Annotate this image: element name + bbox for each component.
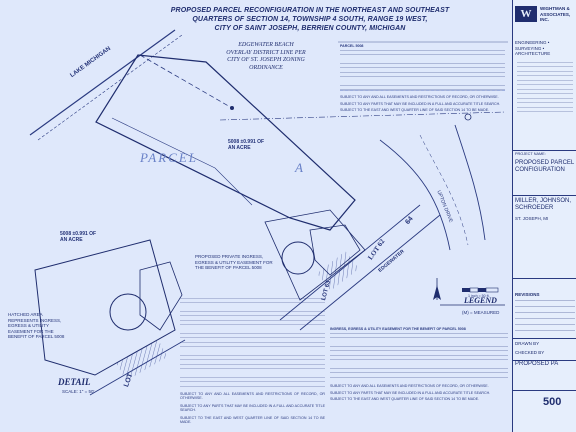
parcel-description-block	[340, 50, 505, 92]
drawing-status: PROPOSED PA	[515, 361, 559, 367]
parcel-a-area-label: 5008 ±0.991 OF AN ACRE	[228, 139, 265, 151]
measured-legend: (M) = MEASURED	[462, 310, 500, 315]
drawn-by-label: DRAWN BY	[515, 341, 540, 346]
hatched-area-note: HATCHED AREA REPRESENTS INGRESS, EGRESS …	[8, 312, 65, 339]
lot-lines	[264, 209, 366, 301]
drawing-title: PROPOSED PARCEL RECONFIGURATION IN THE N…	[160, 6, 460, 33]
title-block-divider-4	[513, 338, 576, 339]
subject-line-3: SUBJECT TO THE EAST AND WEST QUARTER LIN…	[340, 108, 490, 113]
lower-center-notes: SUBJECT TO ANY AND ALL EASEMENTS AND RES…	[180, 298, 325, 424]
scale-bar-seg-1	[462, 288, 470, 292]
scale-bar-seg-3	[478, 288, 486, 292]
title-block-divider-2	[513, 195, 576, 196]
firm-disciplines: ENGINEERING • SURVEYING • ARCHITECTURE	[515, 40, 551, 56]
easement-description-notes: INGRESS, EGRESS & UTILITY EASEMENT FOR T…	[330, 327, 508, 402]
house-circle-detail	[109, 293, 147, 331]
title-block-divider-6	[513, 390, 576, 391]
firm-address-block	[517, 62, 573, 114]
shoreline-line	[29, 29, 176, 136]
overlay-district-label: EDGEWATER BEACH OVERLAY DISTRICT LINE PE…	[226, 42, 306, 71]
easement-description-block	[330, 333, 508, 382]
lower-subject-3: SUBJECT TO THE EAST AND WEST QUARTER LIN…	[180, 415, 325, 425]
detail-title: DETAIL	[58, 377, 91, 387]
house-outline-detail	[139, 261, 183, 331]
title-block-divider-1	[513, 150, 576, 151]
detail-area-label: 5008 ±0.991 OF AN ACRE	[60, 231, 97, 243]
plan-linework	[29, 29, 508, 396]
legend-title: LEGEND	[464, 296, 497, 305]
house-outline-main	[309, 224, 361, 276]
client-address: ST. JOSEPH, MI	[515, 216, 549, 221]
sheet-number: 500	[543, 396, 562, 408]
upton-drive-edge-2	[454, 124, 486, 241]
parcel-a-boundary	[95, 54, 356, 231]
parcel-label: PARCEL	[140, 150, 198, 165]
client-name: MILLER, JOHNSON, SCHROEDER	[515, 198, 572, 211]
revisions-label: REVISIONS	[515, 292, 540, 297]
lower-subject-1: SUBJECT TO ANY AND ALL EASEMENTS AND RES…	[180, 392, 325, 401]
title-line-3: CITY OF SAINT JOSEPH, BERRIEN COUNTY, MI…	[214, 25, 406, 32]
project-name: PROPOSED PARCEL CONFIGURATION	[515, 160, 575, 173]
title-line-1: PROPOSED PARCEL RECONFIGURATION IN THE N…	[170, 7, 450, 14]
scale-text: 1 inch = 50 ft.	[468, 294, 490, 298]
title-block-divider-3	[513, 278, 576, 279]
easement-subject-3: SUBJECT TO THE EAST AND WEST QUARTER LIN…	[330, 397, 480, 402]
overlay-district-line	[139, 54, 233, 109]
easement-hatch-main	[317, 251, 359, 291]
quarter-line	[219, 111, 506, 121]
subject-line-1: SUBJECT TO ANY AND ALL EASEMENTS AND RES…	[340, 95, 499, 100]
proposed-easement-label: PROPOSED PRIVATE INGRESS, EGRESS & UTILI…	[195, 254, 273, 270]
title-block: W WIGHTMAN & ASSOCIATES, INC. ENGINEERIN…	[512, 0, 576, 432]
lower-notes-block	[180, 298, 325, 388]
firm-logo: W	[515, 6, 537, 22]
parcel-inner-line	[111, 117, 253, 206]
checked-by-label: CHECKED BY	[515, 350, 545, 355]
upton-drive-edge-1	[379, 139, 451, 251]
project-name-label: PROJECT NAME:	[515, 152, 546, 156]
title-block-divider-5	[513, 360, 576, 361]
detail-scale: SCALE: 1" = 50'	[62, 389, 95, 394]
easement-subject-1: SUBJECT TO ANY AND ALL EASEMENTS AND RES…	[330, 384, 489, 389]
scale-bar-seg-4	[485, 287, 499, 293]
house-circle-main	[281, 241, 315, 275]
subject-line-2: SUBJECT TO ANY PARTS THAT MAY BE INCLUDE…	[340, 101, 501, 106]
easement-subject-2: SUBJECT TO ANY PARTS THAT MAY BE INCLUDE…	[330, 390, 491, 395]
corner-marker-2	[230, 106, 234, 110]
section-corner-marker	[464, 113, 472, 121]
parcel-letter-label: A	[295, 160, 305, 175]
firm-name: WIGHTMAN & ASSOCIATES, INC.	[540, 6, 571, 22]
revisions-table	[515, 300, 575, 336]
parcel-description-header: PARCEL 5008	[340, 44, 364, 48]
lower-subject-2: SUBJECT TO ANY PARTS THAT MAY BE INCLUDE…	[180, 403, 325, 413]
scale-bar-seg-2	[469, 287, 479, 293]
upton-drive-centerline	[419, 134, 469, 246]
parcel-description-notes: PARCEL 5008 SUBJECT TO ANY AND ALL EASEM…	[340, 44, 505, 113]
easement-header: INGRESS, EGRESS & UTILITY EASEMENT FOR T…	[330, 327, 466, 331]
easement-hatch-detail	[116, 339, 168, 381]
title-line-2: QUARTERS OF SECTION 14, TOWNSHIP 4 SOUTH…	[192, 16, 428, 23]
